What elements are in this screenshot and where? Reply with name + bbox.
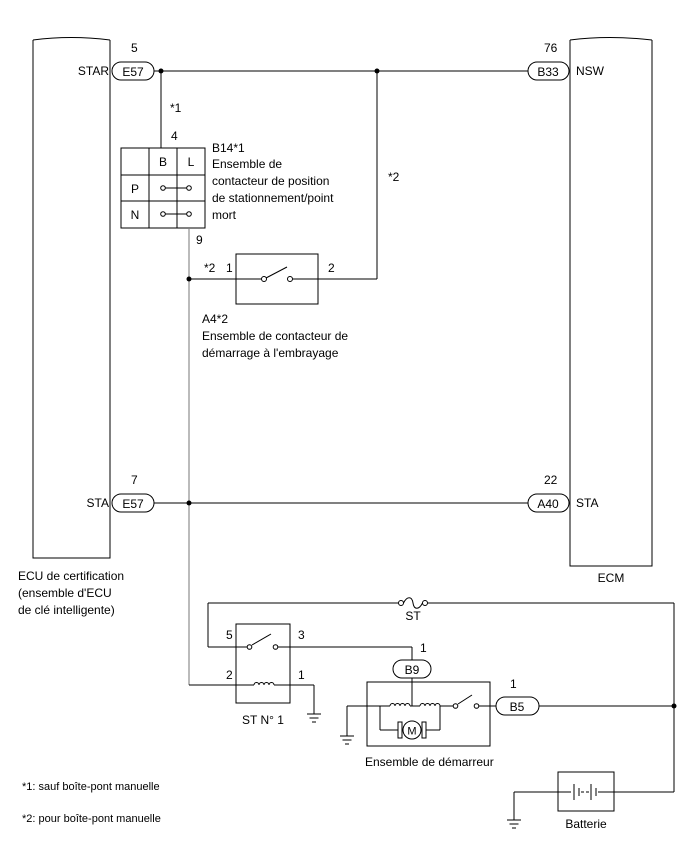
footnote-1: *1: sauf boîte-pont manuelle bbox=[22, 781, 160, 793]
ecu-pin-star-number: 5 bbox=[131, 41, 138, 55]
fuse-st: ST bbox=[398, 597, 428, 623]
ecm-connector-b33: B33 bbox=[537, 65, 559, 79]
battery: Batterie bbox=[557, 771, 615, 831]
battery-label: Batterie bbox=[565, 817, 607, 831]
ecu-label-line2: (ensemble d'ECU bbox=[18, 586, 112, 600]
ecm-pin-nsw-name: NSW bbox=[576, 64, 605, 78]
ecm-connector-nsw: 76 NSW B33 bbox=[527, 41, 605, 81]
relay-pin-3: 3 bbox=[298, 628, 305, 642]
ecm-connector-sta: 22 STA A40 bbox=[527, 473, 598, 513]
ecu-connector-e57-top: E57 bbox=[122, 65, 144, 79]
relay-label: ST N° 1 bbox=[242, 713, 284, 727]
clutch-branch-note: *2 bbox=[388, 170, 400, 184]
starter-b9-pin: 1 bbox=[420, 641, 427, 655]
relay-pin-5: 5 bbox=[226, 628, 233, 642]
wires bbox=[154, 70, 675, 820]
ecm-connector-a40: A40 bbox=[537, 497, 559, 511]
park-switch-col-l: L bbox=[188, 155, 195, 169]
starter-connector-b5: B5 bbox=[510, 700, 525, 714]
ground-icon bbox=[340, 735, 354, 745]
starter-label: Ensemble de démarreur bbox=[365, 755, 494, 769]
ecu-connector-star: 5 STAR E57 bbox=[78, 41, 155, 81]
ecm-pin-sta-number: 22 bbox=[544, 473, 558, 487]
ecm-label: ECM bbox=[598, 571, 625, 585]
park-switch-pin-top: 4 bbox=[171, 129, 178, 143]
starter-motor-letter: M bbox=[407, 726, 416, 738]
park-switch-code: B14*1 bbox=[212, 141, 245, 155]
ecu-label-line1: ECU de certification bbox=[18, 569, 124, 583]
clutch-switch-name-line2: démarrage à l'embrayage bbox=[202, 346, 339, 360]
relay-pin-1: 1 bbox=[298, 668, 305, 682]
ecu-connector-sta: 7 STA E57 bbox=[87, 473, 155, 513]
ecm-pin-nsw-number: 76 bbox=[544, 41, 558, 55]
park-switch-name-line1: Ensemble de bbox=[212, 157, 282, 171]
ecm-body bbox=[569, 37, 653, 567]
park-switch-name-line4: mort bbox=[212, 208, 237, 222]
footnote-2: *2: pour boîte-pont manuelle bbox=[22, 813, 161, 825]
clutch-start-switch: *2 *2 1 2 A4*2 Ensemble de contacteur de… bbox=[202, 170, 400, 360]
park-switch-note: *1 bbox=[170, 101, 182, 115]
park-switch-name-line3: de stationnement/point bbox=[212, 191, 334, 205]
ecm-pin-sta-name: STA bbox=[576, 496, 598, 510]
ground-icon bbox=[507, 819, 521, 829]
ecu-connector-e57-bottom: E57 bbox=[122, 497, 144, 511]
starter-connector-b9: B9 bbox=[405, 663, 420, 677]
park-neutral-switch: *1 4 B L P N 9 B14*1 Ensemble de contact… bbox=[120, 101, 334, 247]
clutch-pin-2: 2 bbox=[328, 261, 335, 275]
relay-pin-2: 2 bbox=[226, 668, 233, 682]
park-switch-row-n: N bbox=[131, 208, 140, 222]
st-relay: 5 3 2 1 ST N° 1 bbox=[226, 623, 305, 727]
clutch-switch-code: A4*2 bbox=[202, 312, 228, 326]
motor-icon bbox=[402, 720, 422, 740]
clutch-switch-name-line1: Ensemble de contacteur de bbox=[202, 329, 348, 343]
ecu-body bbox=[32, 37, 111, 559]
fuse-label: ST bbox=[405, 609, 421, 623]
park-switch-pin-bottom: 9 bbox=[196, 233, 203, 247]
starter-assembly: 1 B9 M 1 B5 Ensemble de démarreur bbox=[346, 641, 540, 769]
park-switch-name-line2: contacteur de position bbox=[212, 174, 329, 188]
ground-icon bbox=[307, 713, 321, 723]
park-switch-row-p: P bbox=[131, 182, 139, 196]
clutch-pin-1: 1 bbox=[226, 261, 233, 275]
junctions bbox=[158, 68, 677, 709]
ecu-pin-sta-name: STA bbox=[87, 496, 109, 510]
ecu-label-line3: de clé intelligente) bbox=[18, 603, 115, 617]
starter-b5-pin: 1 bbox=[510, 677, 517, 691]
park-switch-col-b: B bbox=[159, 155, 167, 169]
clutch-pin-note: *2 bbox=[204, 261, 216, 275]
ecu-pin-sta-number: 7 bbox=[131, 473, 138, 487]
ecu-pin-star-name: STAR bbox=[78, 64, 109, 78]
